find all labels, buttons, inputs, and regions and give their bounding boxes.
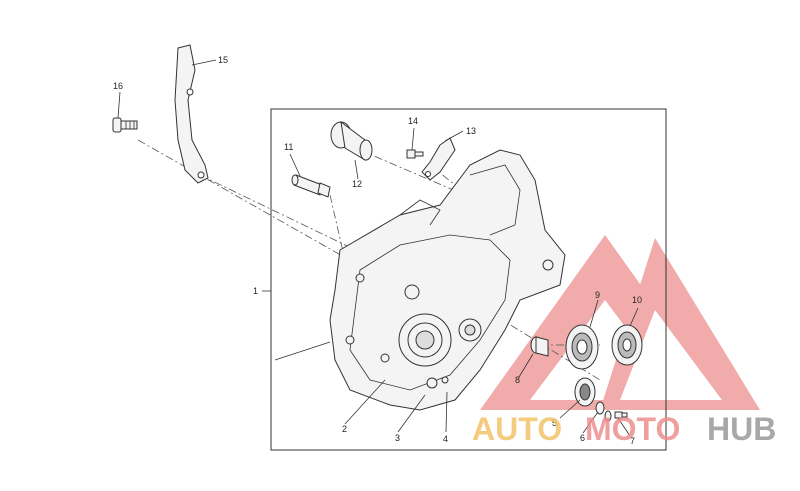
- bearing-right-part: [611, 324, 643, 366]
- watermark-hub: HUB: [707, 411, 776, 447]
- watermark-moto: MOTO: [585, 411, 680, 447]
- callout-15: 15: [218, 55, 228, 65]
- bearing-large-part: [565, 324, 599, 370]
- dowel-part: [291, 174, 331, 198]
- callout-12: 12: [352, 179, 362, 189]
- chain-guide-part: [174, 44, 209, 184]
- callout-13: 13: [466, 126, 476, 136]
- callout-2: 2: [342, 424, 347, 434]
- watermark-logo-icon: [480, 235, 760, 410]
- leader-lines: [117, 59, 639, 437]
- callout-8: 8: [515, 375, 520, 385]
- bushing-part: [330, 120, 373, 161]
- seal-ring-part: [574, 377, 596, 407]
- callout-6: 6: [580, 433, 585, 443]
- callout-10: 10: [632, 295, 642, 305]
- callout-3: 3: [395, 433, 400, 443]
- watermark-text: AUTO MOTO HUB: [472, 411, 776, 447]
- screw-part: [614, 411, 628, 419]
- callout-16: 16: [113, 81, 123, 91]
- small-bolt-part: [406, 149, 424, 159]
- washer-part: [595, 401, 612, 422]
- assembly-frame: [270, 108, 667, 451]
- callout-4: 4: [443, 434, 448, 444]
- sleeve-part: [530, 336, 549, 357]
- callout-7: 7: [630, 436, 635, 446]
- callout-11: 11: [284, 142, 293, 152]
- callout-9: 9: [595, 290, 600, 300]
- guide-bolt-part: [112, 117, 138, 133]
- bracket-part: [421, 137, 456, 181]
- watermark-auto: AUTO: [472, 411, 562, 447]
- crankcase-half: [329, 149, 566, 411]
- callout-5: 5: [552, 418, 557, 428]
- callout-1: 1: [253, 286, 258, 296]
- callout-14: 14: [408, 116, 418, 126]
